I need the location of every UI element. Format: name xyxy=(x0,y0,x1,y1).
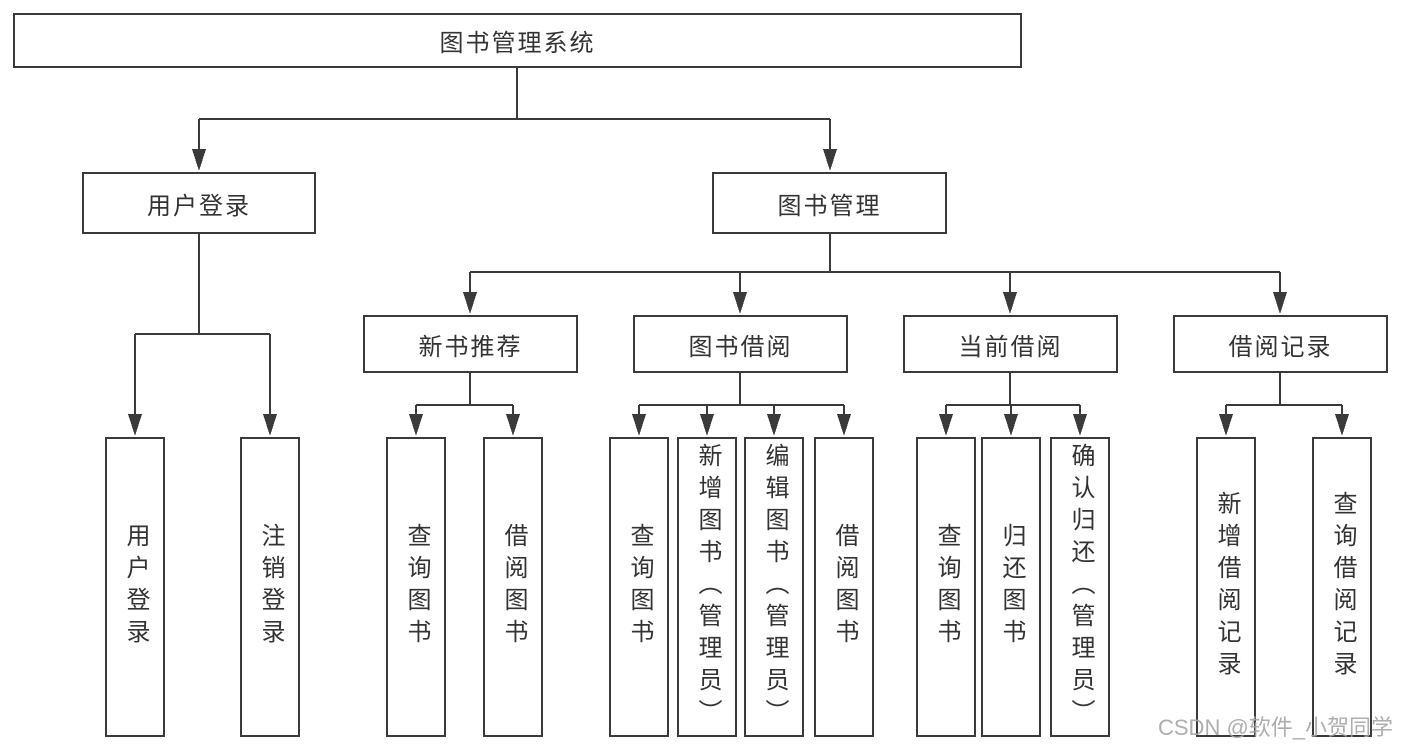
node-current-borrow-label: 当前借阅 xyxy=(958,333,1063,361)
leaf-logout: 注销登录 xyxy=(240,437,300,737)
leaf-add-books-admin: 新增图书（管理员） xyxy=(677,437,737,737)
connector-new-book-recommend-to-leaves xyxy=(415,373,514,416)
watermark: CSDN @软件_小贺同学 xyxy=(1158,715,1394,740)
node-user-login-label: 用户登录 xyxy=(147,192,251,220)
node-user-login: 用户登录 xyxy=(82,172,316,234)
connector-current-borrow-to-leaves xyxy=(945,373,1081,416)
node-book-borrow: 图书借阅 xyxy=(633,315,848,373)
leaf-query-books-borrow: 查询图书 xyxy=(609,437,669,737)
leaf-borrow-books-recommend: 借阅图书 xyxy=(483,437,543,737)
leaf-edit-books-admin: 编辑图书（管理员） xyxy=(744,437,804,737)
node-root-label: 图书管理系统 xyxy=(439,30,596,57)
leaf-confirm-return-admin: 确认归还（管理员） xyxy=(1050,437,1110,737)
leaf-query-borrow-record: 查询借阅记录 xyxy=(1312,437,1372,737)
node-borrow-records-label: 借阅记录 xyxy=(1228,333,1333,361)
leaf-add-borrow-record: 新增借阅记录 xyxy=(1196,437,1256,737)
connector-borrow-records-to-leaves xyxy=(1225,373,1343,416)
leaf-query-books-recommend: 查询图书 xyxy=(386,437,446,737)
leaf-return-books: 归还图书 xyxy=(981,437,1041,737)
leaf-user-login: 用户登录 xyxy=(105,437,165,737)
arrowheads xyxy=(128,149,1349,436)
node-current-borrow: 当前借阅 xyxy=(903,315,1118,373)
connector-user-login-to-leaves xyxy=(134,234,271,416)
node-new-book-recommend: 新书推荐 xyxy=(363,315,578,373)
node-book-borrow-label: 图书借阅 xyxy=(688,333,793,361)
node-book-management-label: 图书管理 xyxy=(777,192,882,220)
node-root: 图书管理系统 xyxy=(13,13,1022,68)
node-book-management: 图书管理 xyxy=(712,172,947,234)
leaf-query-books-current: 查询图书 xyxy=(916,437,976,737)
connector-book-management-to-level3 xyxy=(469,234,1281,294)
leaf-borrow-books: 借阅图书 xyxy=(814,437,874,737)
node-new-book-recommend-label: 新书推荐 xyxy=(418,333,523,361)
connector-root-to-level2 xyxy=(198,68,831,151)
node-borrow-records: 借阅记录 xyxy=(1173,315,1388,373)
connector-book-borrow-to-leaves xyxy=(638,373,845,416)
